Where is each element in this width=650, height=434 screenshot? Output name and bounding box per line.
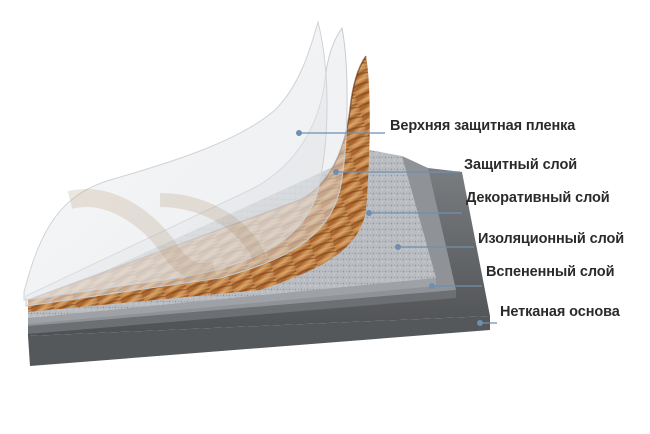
leader-lines [296,130,497,327]
label-decorative: Декоративный слой [466,190,610,206]
label-top-film: Верхняя защитная пленка [390,118,576,134]
label-insulating: Изоляционный слой [478,231,625,247]
top-film-layer [23,20,328,301]
label-foamed: Вспененный слой [486,264,615,280]
label-protective: Защитный слой [464,157,578,173]
label-nonwoven: Нетканая основа [500,304,620,320]
